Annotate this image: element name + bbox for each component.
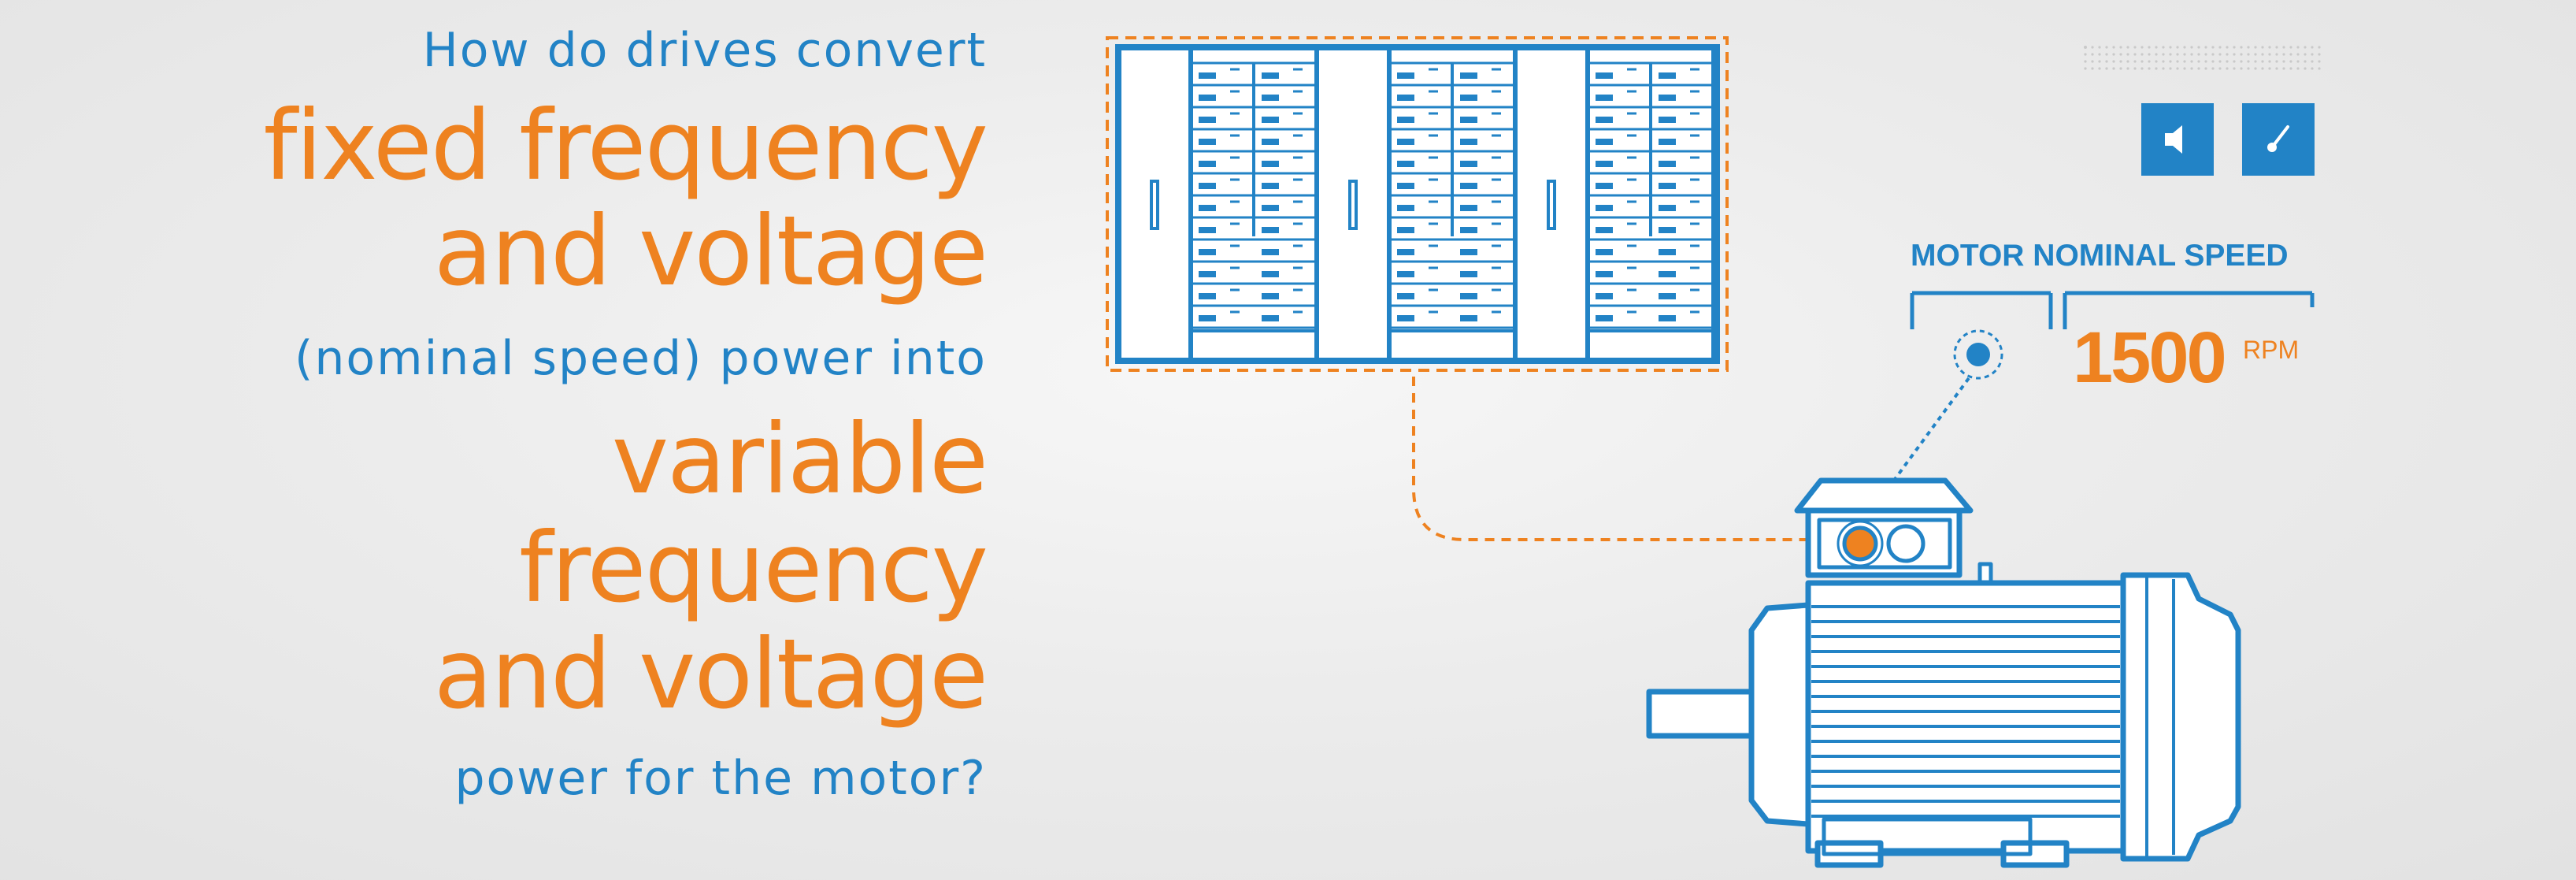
motor-cooling-fins — [1811, 575, 2175, 859]
motor-speed-title: MOTOR NOMINAL SPEED — [1911, 239, 2289, 273]
speaker-icon — [2165, 125, 2182, 154]
headline-intro: How do drives convert — [422, 23, 987, 78]
motor-speed-value: 1500 — [2073, 317, 2227, 398]
headline-nominal-speed: (nominal speed) power into — [295, 331, 987, 386]
dot-pattern — [2084, 46, 2321, 70]
connection-line — [1412, 377, 1835, 541]
motor-speed-unit: RPM — [2243, 336, 2300, 364]
headline-outro: power for the motor? — [454, 751, 987, 806]
electric-motor — [1646, 477, 2241, 868]
sound-button[interactable] — [2141, 103, 2214, 176]
speed-bracket — [1910, 291, 2315, 329]
headline-fixed-voltage: and voltage — [433, 195, 988, 307]
headline-variable-frequency: frequency — [519, 512, 988, 624]
drive-cabinet — [1106, 36, 1729, 372]
headline-fixed-frequency: fixed frequency — [263, 90, 988, 202]
speed-pointer — [1881, 329, 2003, 498]
gauge-icon — [2267, 125, 2289, 152]
headline-variable: variable — [611, 403, 988, 515]
speed-gauge-button[interactable] — [2242, 103, 2315, 176]
headline-variable-voltage: and voltage — [433, 618, 988, 730]
